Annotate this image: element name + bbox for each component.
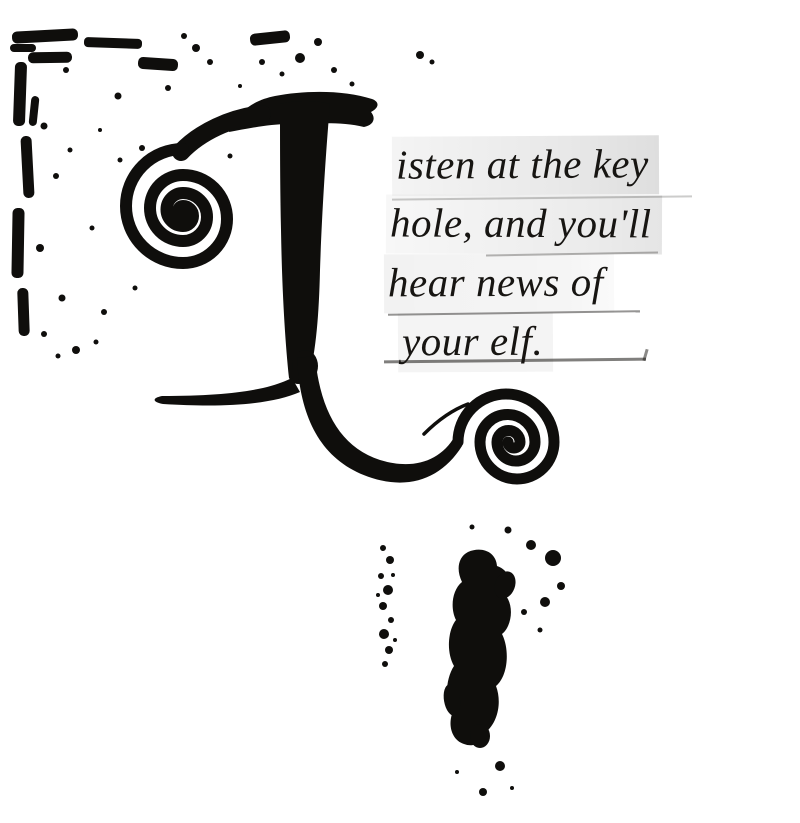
ink-splatter: [376, 524, 565, 796]
caption-line-4-text: your elf.: [397, 312, 554, 373]
caption-line-2-text: hole, and you'll: [385, 194, 662, 255]
letter-foot-curve: [297, 356, 462, 483]
letter-arm: [172, 105, 271, 161]
caption-line-3-text: hear news of: [383, 253, 614, 314]
caption-line-1: isten at the key: [384, 135, 724, 196]
drop-cap-letter: L: [120, 91, 560, 485]
grunge-texture: [10, 28, 435, 359]
caption-line-1-text: isten at the key: [391, 135, 659, 196]
letter-accent-line: [422, 402, 470, 436]
caption-line-2: hole, and you'll: [384, 194, 724, 255]
caption-line-3: hear news of: [383, 253, 724, 314]
letter-spiral-bottom-right: [452, 388, 560, 485]
splatter-main-blob: [446, 549, 511, 746]
caption-line-4: your elf.: [384, 312, 724, 373]
letter-spiral-top-left: [120, 143, 233, 270]
letter-foot-serif: [154, 378, 300, 406]
letter-stem: [280, 101, 330, 384]
